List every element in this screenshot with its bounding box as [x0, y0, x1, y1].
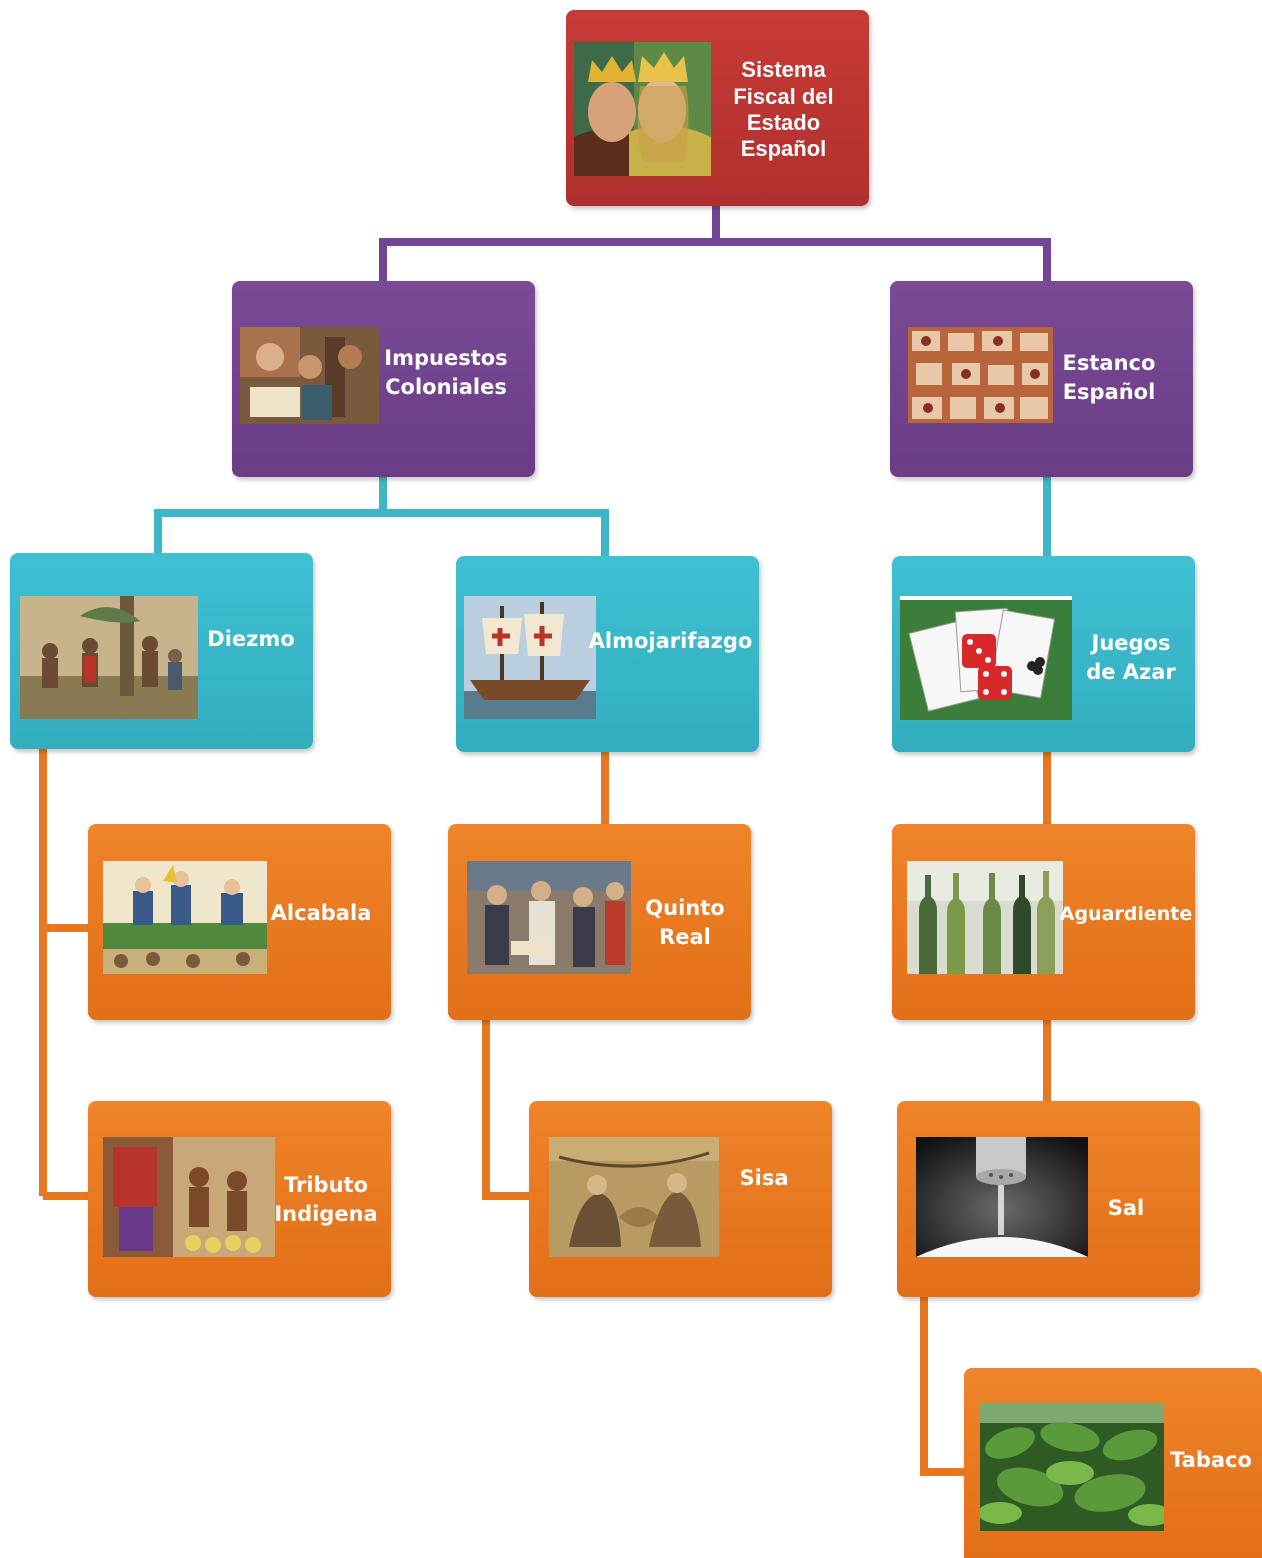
ancient-mosaic-icon: [549, 1137, 719, 1257]
cards-dice-icon: [900, 596, 1072, 720]
market-crowd-icon: [103, 861, 267, 974]
node-label: Aguardiente: [1059, 902, 1193, 925]
node-label: Tributo Indigena: [274, 1172, 378, 1226]
node-label: Quinto Real: [645, 895, 725, 949]
node-tributo-indigena: Tributo Indigena: [88, 1101, 391, 1297]
node-sisa: Sisa: [529, 1101, 832, 1297]
node-label: Impuestos Coloniales: [384, 345, 508, 399]
node-almojarifazgo: Almojarifazgo: [456, 556, 759, 752]
connector-root-to-categories: [379, 205, 1051, 283]
node-juegos-de-azar: Juegos de Azar: [892, 556, 1195, 752]
node-tabaco: Tabaco: [964, 1368, 1262, 1558]
node-label: Sisa: [739, 1166, 789, 1191]
node-label: Almojarifazgo: [588, 629, 753, 654]
node-aguardiente: Aguardiente: [892, 824, 1195, 1020]
node-label: Diezmo: [207, 627, 295, 652]
catholic-monarchs-portrait-icon: [574, 42, 711, 176]
tobacco-leaves-icon: [980, 1403, 1164, 1531]
node-label: Sal: [1107, 1196, 1145, 1221]
colonial-scene-icon: [20, 596, 198, 719]
node-label: Juegos de Azar: [1086, 630, 1176, 684]
bottles-icon: [907, 861, 1063, 974]
node-label: Tabaco: [1170, 1448, 1252, 1473]
node-label: Alcabala: [270, 901, 372, 926]
node-estanco-espanol: Estanco Español: [890, 281, 1193, 477]
node-label: Sistema Fiscal del Estado Español: [733, 57, 834, 162]
salt-shaker-icon: [916, 1137, 1088, 1257]
node-alcabala: Alcabala: [88, 824, 391, 1020]
connector-quinto-to-sisa: [482, 1020, 532, 1200]
node-sal: Sal: [897, 1101, 1200, 1297]
connector-diezmo-branch: [39, 749, 92, 1200]
sailing-ship-icon: [464, 596, 596, 719]
node-quinto-real: Quinto Real: [448, 824, 751, 1020]
node-label: Estanco Español: [1062, 350, 1156, 404]
connector-sal-to-tabaco: [920, 1297, 968, 1476]
colonial-mural-icon: [240, 327, 379, 424]
codex-tribute-icon: [103, 1137, 275, 1257]
node-sistema-fiscal: Sistema Fiscal del Estado Español: [566, 10, 869, 206]
mural-conquerors-icon: [467, 861, 631, 974]
node-impuestos-coloniales: Impuestos Coloniales: [232, 281, 535, 477]
node-diezmo: Diezmo: [10, 553, 313, 749]
mosaic-tiles-icon: [908, 327, 1053, 423]
connector-impuestos-to-taxes: [154, 476, 609, 558]
